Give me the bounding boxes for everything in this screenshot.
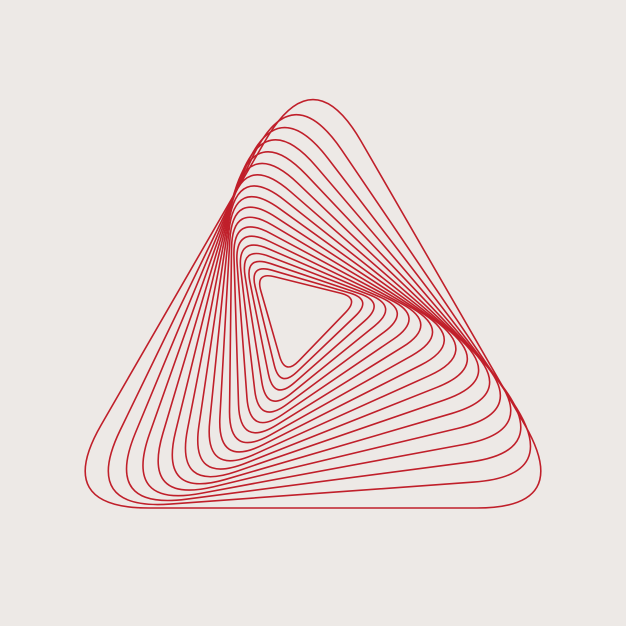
spiral-ring xyxy=(219,206,446,453)
spiral-ring xyxy=(258,275,353,368)
spiral-ring xyxy=(184,174,480,478)
spiral-ring xyxy=(228,216,434,444)
spiral-rings xyxy=(84,99,542,509)
spiral-ring xyxy=(142,139,512,497)
spiral-ring xyxy=(236,235,410,424)
spiral-ring xyxy=(107,113,532,506)
spiral-ring xyxy=(248,260,375,391)
spiral-ring xyxy=(233,226,422,434)
spiral-ring xyxy=(208,195,457,462)
spiral-ring xyxy=(253,268,364,380)
spiral-ring xyxy=(239,244,399,413)
spiral-ring xyxy=(84,99,542,509)
spiral-ring xyxy=(243,252,387,402)
spiral-ring xyxy=(197,185,469,470)
spiral-ring xyxy=(171,162,491,485)
spiral-ring xyxy=(125,126,522,502)
spiral-ring xyxy=(157,151,502,491)
